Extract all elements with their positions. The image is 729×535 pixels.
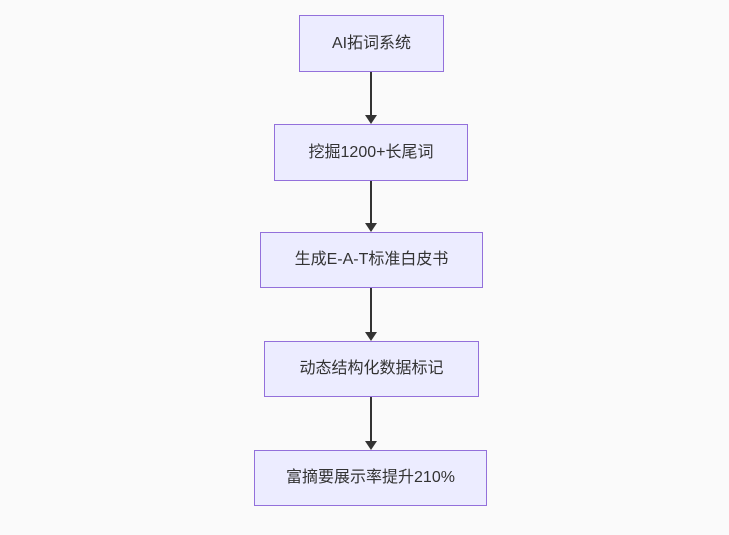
arrow-connector bbox=[364, 181, 378, 232]
arrow-connector bbox=[364, 72, 378, 124]
flowchart-node-rich-snippet-result: 富摘要展示率提升210% bbox=[254, 450, 487, 506]
node-label: 动态结构化数据标记 bbox=[299, 360, 444, 378]
arrow-line bbox=[370, 397, 372, 441]
arrow-line bbox=[370, 181, 372, 223]
arrow-connector bbox=[364, 288, 378, 341]
node-label: AI拓词系统 bbox=[331, 34, 412, 52]
arrowhead-down-icon bbox=[365, 223, 377, 232]
flowchart-node-longtail-mining: 挖掘1200+长尾词 bbox=[274, 124, 468, 181]
flowchart-node-eat-whitepaper: 生成E-A-T标准白皮书 bbox=[260, 232, 483, 288]
flowchart-node-ai-word-system: AI拓词系统 bbox=[299, 15, 444, 72]
arrowhead-down-icon bbox=[365, 441, 377, 450]
arrow-line bbox=[370, 72, 372, 115]
node-label: 生成E-A-T标准白皮书 bbox=[294, 251, 449, 269]
arrow-line bbox=[370, 288, 372, 332]
node-label: 挖掘1200+长尾词 bbox=[308, 143, 434, 161]
arrowhead-down-icon bbox=[365, 115, 377, 124]
node-label: 富摘要展示率提升210% bbox=[286, 469, 455, 487]
arrowhead-down-icon bbox=[365, 332, 377, 341]
arrow-connector bbox=[364, 397, 378, 450]
flowchart-node-structured-data: 动态结构化数据标记 bbox=[264, 341, 479, 397]
